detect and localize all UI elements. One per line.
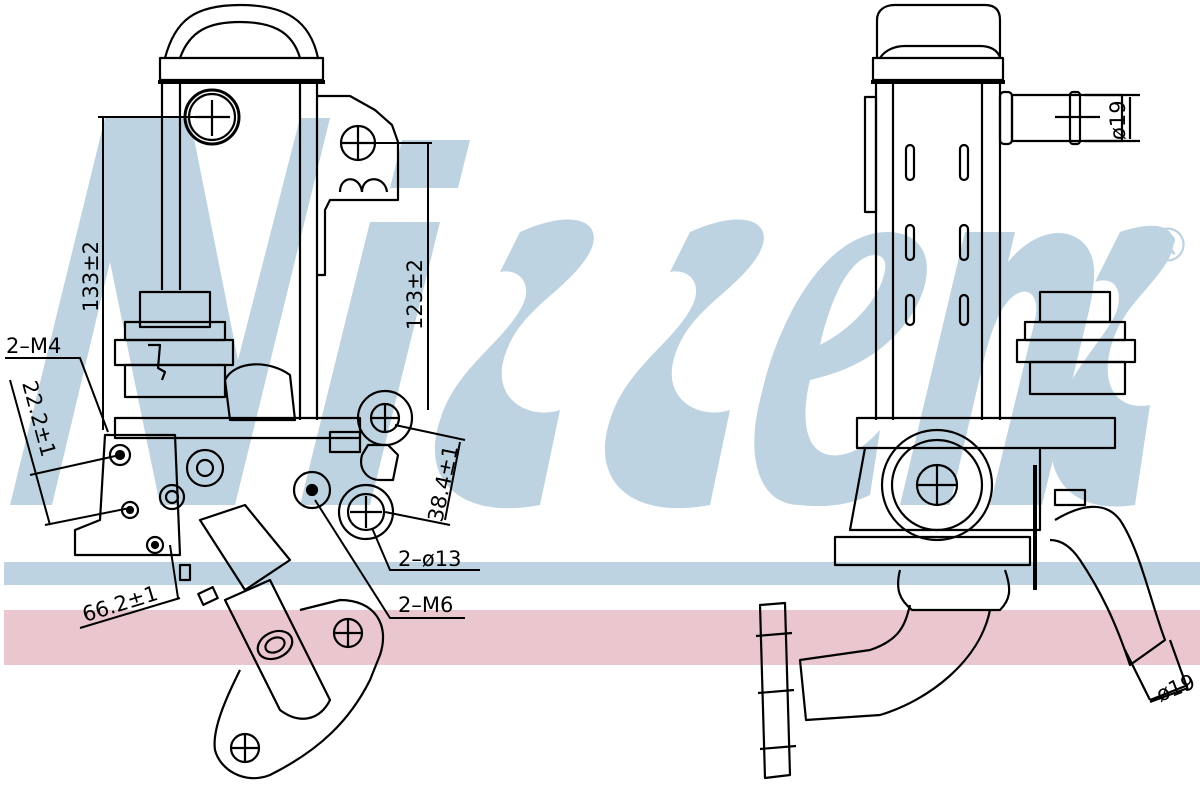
blue-band (4, 562, 1200, 585)
dim-38-4: 38.4±1 (423, 443, 463, 524)
dim-2-m4: 2–M4 (6, 334, 61, 358)
dim-22-2: 22.2±1 (17, 378, 60, 459)
pink-band (4, 610, 1200, 665)
dim-2-m6: 2–M6 (398, 593, 453, 617)
dim-66-2: 66.2±1 (79, 581, 160, 627)
dim-o19-upper: ø19 (1106, 100, 1130, 140)
registered-trademark-mark: ® (1150, 219, 1186, 272)
dim-o19-lower: ø19 (1153, 670, 1199, 707)
dim-133: 133±2 (79, 241, 103, 312)
dim-123: 123±2 (403, 259, 427, 330)
dim-2-o13: 2–ø13 (398, 547, 461, 571)
